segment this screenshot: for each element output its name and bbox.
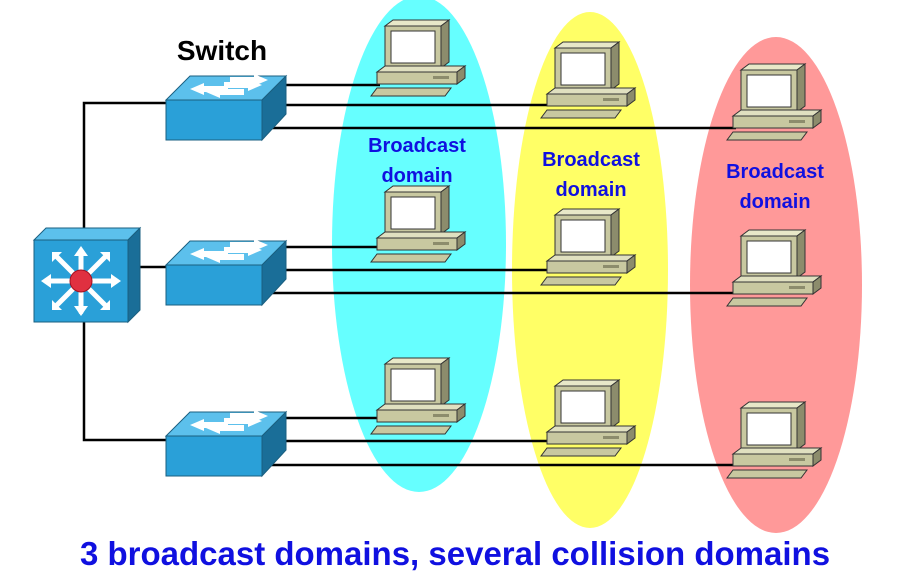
caption: 3 broadcast domains, several collision d… <box>80 535 830 572</box>
broadcast-domain-1-label-line1: Broadcast <box>368 135 466 157</box>
switch-label: Switch <box>177 35 267 66</box>
broadcast-domain-2-label-line1: Broadcast <box>542 149 640 171</box>
access-links <box>268 83 736 467</box>
switch-icon <box>165 73 287 141</box>
switch-icon <box>165 238 287 306</box>
switch-icon <box>165 409 287 477</box>
broadcast-domain-3-label-line2: domain <box>739 191 810 213</box>
broadcast-domain-2-label-line2: domain <box>555 179 626 201</box>
broadcast-domain-3-label-line1: Broadcast <box>726 161 824 183</box>
broadcast-domain-1-label-line2: domain <box>381 165 452 187</box>
multilayer-switch-icon <box>32 226 142 324</box>
uplinks <box>82 101 170 442</box>
